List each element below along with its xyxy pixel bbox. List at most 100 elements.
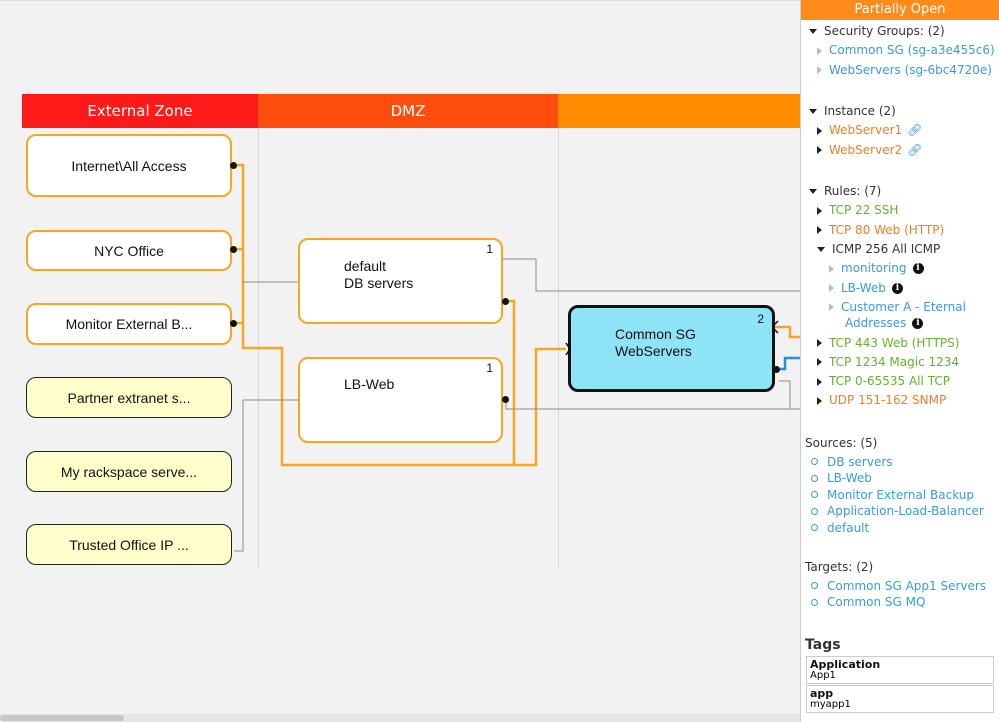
target-link[interactable]: Common SG MQ: [805, 594, 993, 611]
instance-toggle[interactable]: Instance (2): [809, 102, 997, 121]
source-link[interactable]: Application-Load-Balancer: [805, 503, 993, 520]
source-link-text[interactable]: Monitor External Backup: [827, 487, 975, 502]
instance-link[interactable]: WebServer2: [829, 142, 903, 157]
security-group-link[interactable]: WebServers (sg-6bc4720e): [829, 62, 992, 77]
rule-label[interactable]: ICMP 256 All ICMP: [832, 242, 941, 257]
rule-label[interactable]: UDP 151-162 SNMP: [829, 393, 947, 408]
rule-source-link[interactable]: Addresses: [845, 316, 907, 331]
zone-header-external[interactable]: External Zone: [22, 94, 258, 128]
wire-gray-ext: [234, 400, 244, 552]
tag-entry: app myapp1: [806, 685, 994, 713]
group-label-line: LB-Web: [344, 376, 395, 392]
wire-gray-bottom: [505, 399, 800, 410]
section-title: Sources: (5): [805, 436, 878, 451]
source-link-text[interactable]: default: [827, 520, 870, 535]
source-link[interactable]: LB-Web: [805, 470, 993, 487]
caret-down-icon: [809, 29, 817, 35]
rule-label[interactable]: TCP 80 Web (HTTP): [829, 222, 945, 237]
caret-down-icon: [809, 189, 817, 195]
info-icon[interactable]: i: [912, 263, 924, 275]
wire-to-common-sg: [514, 347, 566, 467]
security-groups-toggle[interactable]: Security Groups: (2): [809, 22, 997, 41]
instance-link[interactable]: WebServer1: [829, 123, 903, 138]
rule-item[interactable]: TCP 80 Web (HTTP): [809, 221, 997, 240]
connector-dot: [502, 396, 509, 403]
group-node-lb-web[interactable]: 1 LB-Web: [298, 357, 503, 443]
selected-node-common-sg[interactable]: 2 Common SG WebServers: [568, 305, 775, 392]
source-link-text[interactable]: Application-Load-Balancer: [827, 504, 984, 519]
wire-dbservers-out: [506, 299, 516, 465]
source-link-text[interactable]: LB-Web: [827, 471, 872, 486]
caret-right-icon: [817, 126, 822, 135]
rule-source-link[interactable]: monitoring: [841, 261, 907, 276]
rule-source-item[interactable]: LB-Web i: [809, 278, 997, 297]
source-node-monitor-external[interactable]: Monitor External B...: [26, 303, 232, 345]
source-link[interactable]: default: [805, 519, 993, 536]
caret-right-icon: [829, 264, 834, 273]
node-label: Monitor External B...: [65, 316, 193, 332]
rule-label[interactable]: TCP 22 SSH: [829, 203, 899, 218]
rule-source-link[interactable]: LB-Web: [841, 280, 886, 295]
security-group-item[interactable]: WebServers (sg-6bc4720e): [809, 61, 997, 80]
source-node-nyc-office[interactable]: NYC Office: [26, 230, 232, 271]
caret-down-icon: [809, 109, 817, 115]
section-title: Rules: (7): [824, 184, 882, 199]
group-node-db-servers[interactable]: 1 default DB servers: [298, 238, 503, 324]
tag-value: App1: [810, 670, 836, 681]
rule-source-item[interactable]: Customer A - Eternal: [809, 298, 997, 317]
target-link-text[interactable]: Common SG App1 Servers: [827, 578, 987, 593]
rule-source-item[interactable]: monitoring i: [809, 259, 997, 278]
source-node-rackspace[interactable]: My rackspace serve...: [26, 451, 232, 492]
scrollbar-thumb[interactable]: [0, 715, 124, 721]
caret-right-icon: [817, 66, 822, 75]
wire-gray-out: [779, 380, 791, 409]
rule-source-link[interactable]: Customer A - Eternal: [841, 299, 966, 314]
horizontal-scrollbar[interactable]: [0, 714, 800, 722]
rule-item[interactable]: TCP 443 Web (HTTPS): [809, 333, 997, 352]
rule-label[interactable]: TCP 0-65535 All TCP: [829, 374, 950, 389]
source-link[interactable]: DB servers: [805, 453, 993, 470]
security-group-link[interactable]: Common SG (sg-a3e455c6): [829, 43, 995, 58]
rule-item[interactable]: TCP 0-65535 All TCP: [809, 372, 997, 391]
zone-label: External Zone: [87, 102, 193, 120]
info-icon[interactable]: i: [891, 282, 903, 294]
rules-toggle[interactable]: Rules: (7): [809, 182, 997, 201]
rule-item[interactable]: TCP 1234 Magic 1234: [809, 353, 997, 372]
source-node-partner-extranet[interactable]: Partner extranet s...: [26, 377, 232, 418]
source-node-trusted-office[interactable]: Trusted Office IP ...: [26, 524, 232, 565]
instance-item[interactable]: WebServer2 🔗︎: [809, 141, 997, 160]
target-link-text[interactable]: Common SG MQ: [827, 595, 926, 610]
caret-right-icon: [829, 284, 834, 293]
source-node-internet[interactable]: Internet\All Access: [26, 134, 232, 197]
caret-right-icon: [817, 396, 822, 405]
node-label: My rackspace serve...: [60, 463, 198, 480]
caret-right-icon: [817, 226, 822, 235]
tag-key: Application: [810, 658, 881, 671]
link-icon[interactable]: 🔗︎: [907, 142, 923, 157]
targets-list: Common SG App1 Servers Common SG MQ: [805, 577, 993, 610]
rule-label[interactable]: TCP 1234 Magic 1234: [829, 354, 960, 369]
rule-item[interactable]: UDP 151-162 SNMP: [809, 391, 997, 410]
tag-value: myapp1: [810, 699, 851, 710]
info-icon[interactable]: i: [912, 318, 924, 330]
security-groups-section: Security Groups: (2) Common SG (sg-a3e45…: [809, 22, 997, 80]
security-group-item[interactable]: Common SG (sg-a3e455c6): [809, 41, 997, 60]
rule-label[interactable]: TCP 443 Web (HTTPS): [829, 335, 960, 350]
details-panel: Partially Open Security Groups: (2) Comm…: [800, 0, 999, 722]
caret-down-icon: [817, 247, 825, 253]
wire-gray-top: [502, 258, 800, 292]
group-label-line: DB servers: [344, 275, 414, 291]
rule-item[interactable]: TCP 22 SSH: [809, 201, 997, 220]
section-title: Instance (2): [824, 104, 896, 119]
rule-item-expanded[interactable]: ICMP 256 All ICMP: [809, 240, 997, 259]
zone-header-dmz[interactable]: DMZ: [258, 94, 558, 128]
source-link-text[interactable]: DB servers: [827, 454, 893, 469]
diagram-canvas[interactable]: External Zone DMZ Internet\All Access NY…: [0, 0, 800, 722]
status-header: Partially Open: [801, 0, 999, 20]
zone-header-third[interactable]: [558, 94, 800, 128]
rule-source-item-continued[interactable]: Addresses i: [809, 314, 997, 333]
instance-item[interactable]: WebServer1 🔗︎: [809, 121, 997, 140]
source-link[interactable]: Monitor External Backup: [805, 486, 993, 503]
link-icon[interactable]: 🔗︎: [907, 123, 923, 138]
target-link[interactable]: Common SG App1 Servers: [805, 577, 993, 594]
